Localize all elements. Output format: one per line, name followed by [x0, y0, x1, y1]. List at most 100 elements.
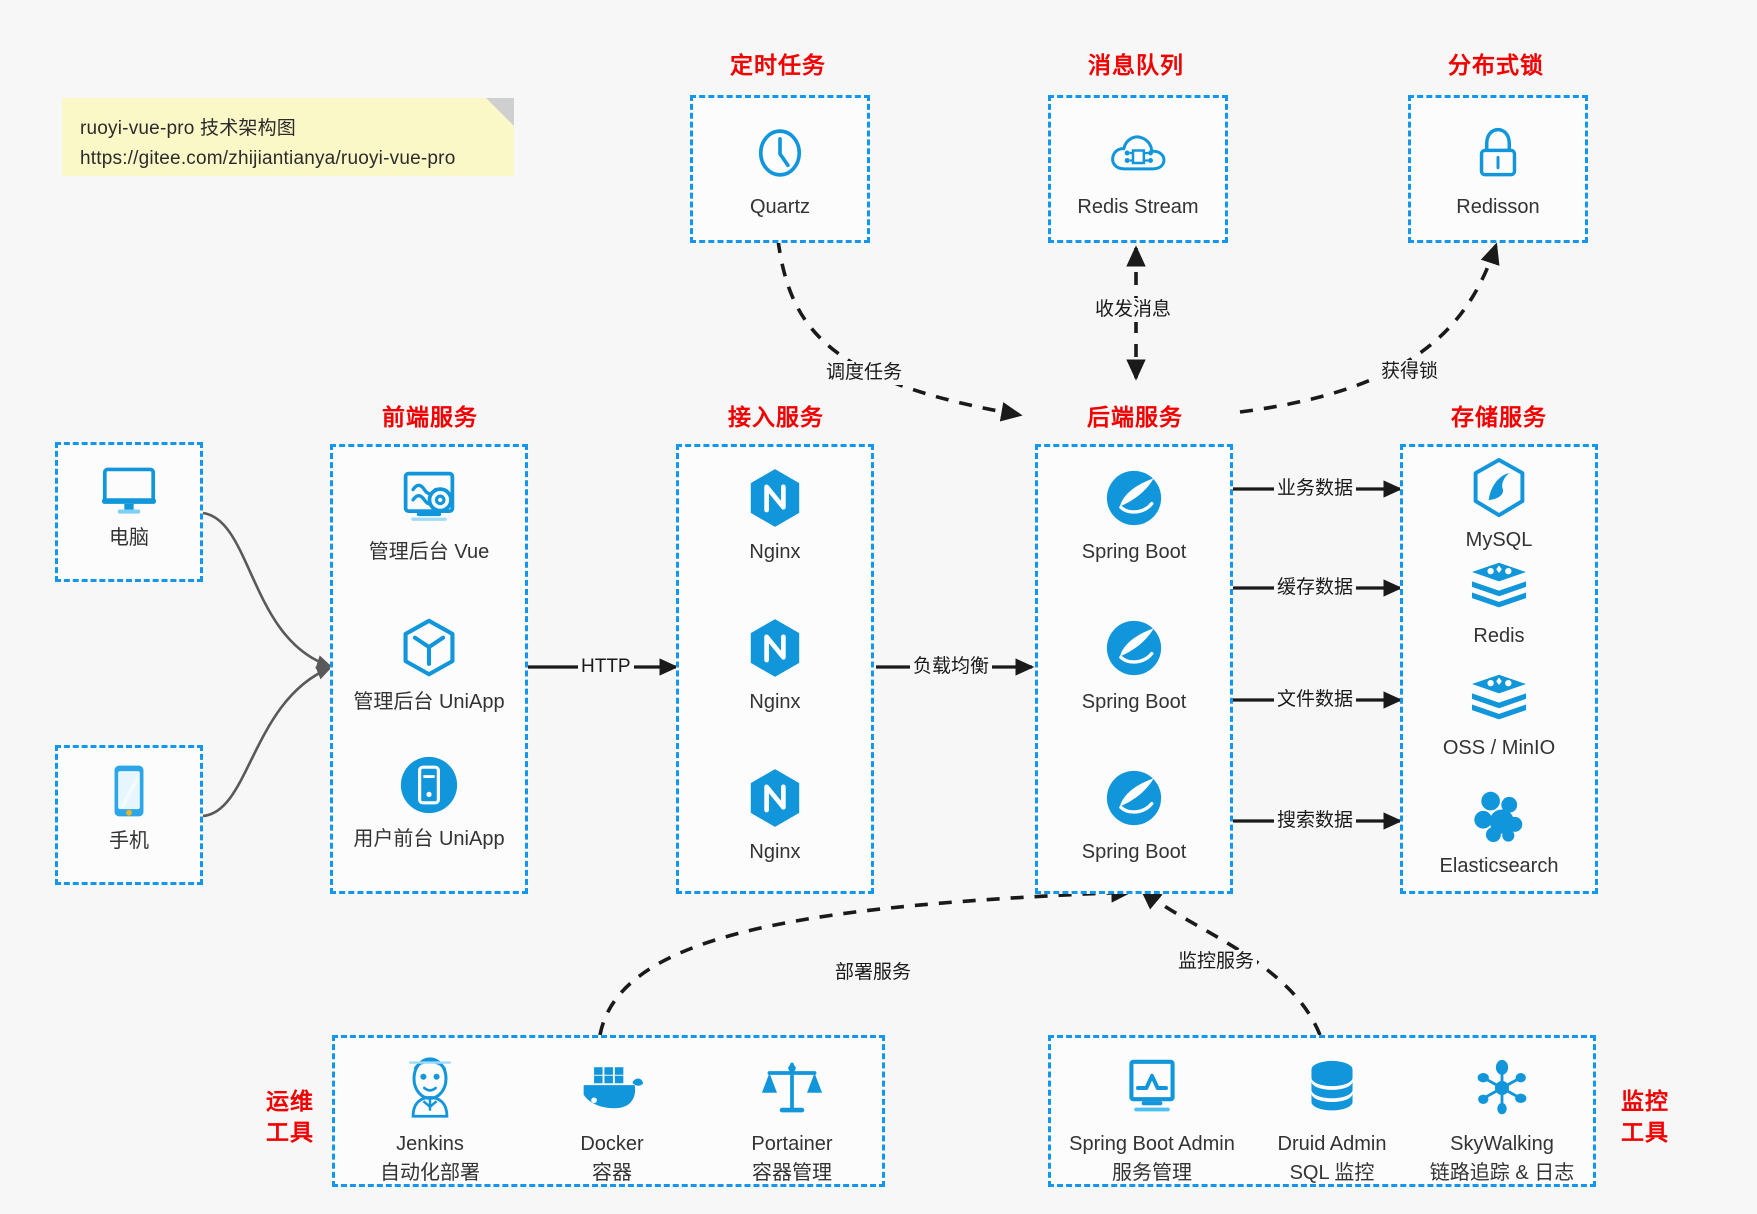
node-label: Spring Boot — [1081, 541, 1187, 563]
group-box-client-mobile[interactable]: 手机 — [55, 745, 203, 885]
group-box-backend[interactable]: Spring Boot Spring Boot Spring Boot — [1035, 444, 1233, 894]
group-box-client-pc[interactable]: 电脑 — [55, 442, 203, 582]
node-label: Spring Boot Admin — [1069, 1133, 1235, 1155]
note-annotation: ruoyi-vue-pro 技术架构图 https://gitee.com/zh… — [62, 98, 514, 176]
nginx-icon — [679, 765, 871, 831]
node-label: Portainer — [751, 1133, 833, 1155]
node-nginx-2[interactable]: Nginx — [679, 615, 871, 716]
edge-label-send-recv-message: 收发消息 — [1092, 298, 1175, 322]
node-mobile[interactable]: 手机 — [58, 762, 200, 855]
redis-icon — [1403, 557, 1595, 615]
edge-label-load-balance: 负载均衡 — [910, 655, 993, 679]
node-admin-uniapp[interactable]: 管理后台 UniApp — [333, 615, 525, 716]
node-sublabel: SQL 监控 — [1289, 1162, 1375, 1184]
node-sublabel: 链路追踪 & 日志 — [1429, 1162, 1575, 1184]
group-title-distributed-lock: 分布式锁 — [1448, 52, 1544, 78]
cube-icon — [333, 615, 525, 681]
docker-icon — [527, 1052, 697, 1124]
node-sublabel: 容器 — [592, 1162, 632, 1184]
group-title-backend: 后端服务 — [1087, 404, 1183, 430]
jenkins-icon — [345, 1052, 515, 1124]
group-title-devops-line2: 工具 — [266, 1119, 314, 1145]
node-redis-stream[interactable]: Redis Stream — [1051, 120, 1225, 221]
node-label: SkyWalking — [1450, 1133, 1554, 1155]
oss-icon — [1403, 669, 1595, 727]
node-spring-boot-1[interactable]: Spring Boot — [1038, 465, 1230, 566]
node-skywalking[interactable]: SkyWalking 链路追踪 & 日志 — [1409, 1052, 1595, 1188]
edge-label-http: HTTP — [578, 655, 634, 679]
node-spring-boot-2[interactable]: Spring Boot — [1038, 615, 1230, 716]
node-docker[interactable]: Docker 容器 — [527, 1052, 697, 1188]
node-druid-admin[interactable]: Druid Admin SQL 监控 — [1247, 1052, 1417, 1188]
node-spring-boot-3[interactable]: Spring Boot — [1038, 765, 1230, 866]
lock-icon — [1411, 120, 1585, 186]
group-title-monitoring-line1: 监控 — [1621, 1088, 1669, 1114]
group-box-gateway[interactable]: Nginx Nginx Nginx — [676, 444, 874, 894]
group-box-message-queue[interactable]: Redis Stream — [1048, 95, 1228, 243]
spring-boot-icon — [1038, 465, 1230, 531]
group-title-storage: 存储服务 — [1451, 404, 1547, 430]
group-title-scheduled-task: 定时任务 — [730, 52, 826, 78]
node-sublabel: 容器管理 — [752, 1162, 832, 1184]
node-nginx-1[interactable]: Nginx — [679, 465, 871, 566]
node-spring-boot-admin[interactable]: Spring Boot Admin 服务管理 — [1057, 1052, 1247, 1188]
node-label: Nginx — [749, 841, 801, 863]
edge-label-file-data: 文件数据 — [1274, 688, 1357, 712]
node-mysql[interactable]: MySQL — [1403, 457, 1595, 554]
node-label: MySQL — [1465, 529, 1533, 551]
spring-boot-icon — [1038, 765, 1230, 831]
node-label: Elasticsearch — [1439, 855, 1559, 877]
node-label: 管理后台 Vue — [368, 541, 490, 563]
node-label: Nginx — [749, 691, 801, 713]
group-box-storage[interactable]: MySQL Redis — [1400, 444, 1598, 894]
scales-icon — [707, 1052, 877, 1124]
node-label: 管理后台 UniApp — [353, 691, 505, 713]
node-user-uniapp[interactable]: 用户前台 UniApp — [333, 752, 525, 853]
node-label: 手机 — [109, 830, 149, 852]
clock-icon — [693, 120, 867, 186]
edge-label-acquire-lock: 获得锁 — [1378, 360, 1442, 384]
node-portainer[interactable]: Portainer 容器管理 — [707, 1052, 877, 1188]
node-label: Spring Boot — [1081, 841, 1187, 863]
node-oss-minio[interactable]: OSS / MinIO — [1403, 669, 1595, 762]
edge-schedule-task — [776, 239, 1023, 422]
node-label: Redis — [1473, 625, 1525, 647]
node-jenkins[interactable]: Jenkins 自动化部署 — [345, 1052, 515, 1188]
database-icon — [1247, 1052, 1417, 1124]
elasticsearch-icon — [1403, 787, 1595, 845]
nginx-icon — [679, 465, 871, 531]
desktop-icon — [58, 461, 200, 517]
nginx-icon — [679, 615, 871, 681]
edge-label-monitor-service: 监控服务 — [1175, 950, 1258, 974]
node-nginx-3[interactable]: Nginx — [679, 765, 871, 866]
node-label: Druid Admin — [1277, 1133, 1387, 1155]
cloud-node-icon — [1051, 120, 1225, 186]
node-redis[interactable]: Redis — [1403, 557, 1595, 650]
node-quartz[interactable]: Quartz — [693, 120, 867, 221]
monitor-chart-icon — [1057, 1052, 1247, 1124]
node-pc[interactable]: 电脑 — [58, 461, 200, 552]
node-sublabel: 自动化部署 — [380, 1162, 480, 1184]
node-label: 用户前台 UniApp — [353, 828, 505, 850]
group-box-distributed-lock[interactable]: Redisson — [1408, 95, 1588, 243]
group-box-frontend[interactable]: 管理后台 Vue 管理后台 UniApp 用户前台 U — [330, 444, 528, 894]
node-label: OSS / MinIO — [1442, 737, 1556, 759]
node-label: Jenkins — [396, 1133, 464, 1155]
group-title-devops: 运维 工具 — [255, 1086, 325, 1148]
note-line-url: https://gitee.com/zhijiantianya/ruoyi-vu… — [80, 148, 456, 169]
note-line-title: ruoyi-vue-pro 技术架构图 — [80, 118, 297, 139]
group-title-message-queue: 消息队列 — [1088, 52, 1184, 78]
node-label: 电脑 — [109, 527, 149, 549]
group-box-scheduled-task[interactable]: Quartz — [690, 95, 870, 243]
group-box-monitoring[interactable]: Spring Boot Admin 服务管理 Druid Admin SQL 监… — [1048, 1035, 1596, 1187]
edge-acquire-lock — [1239, 242, 1500, 414]
dashboard-gear-icon — [333, 465, 525, 531]
mobile-app-icon — [333, 752, 525, 818]
node-label: Quartz — [749, 196, 811, 218]
node-label: Redisson — [1456, 196, 1540, 218]
node-elasticsearch[interactable]: Elasticsearch — [1403, 787, 1595, 880]
node-admin-vue[interactable]: 管理后台 Vue — [333, 465, 525, 566]
mysql-icon — [1403, 457, 1595, 519]
group-box-devops[interactable]: Jenkins 自动化部署 Docker 容器 — [332, 1035, 885, 1187]
node-redisson[interactable]: Redisson — [1411, 120, 1585, 221]
